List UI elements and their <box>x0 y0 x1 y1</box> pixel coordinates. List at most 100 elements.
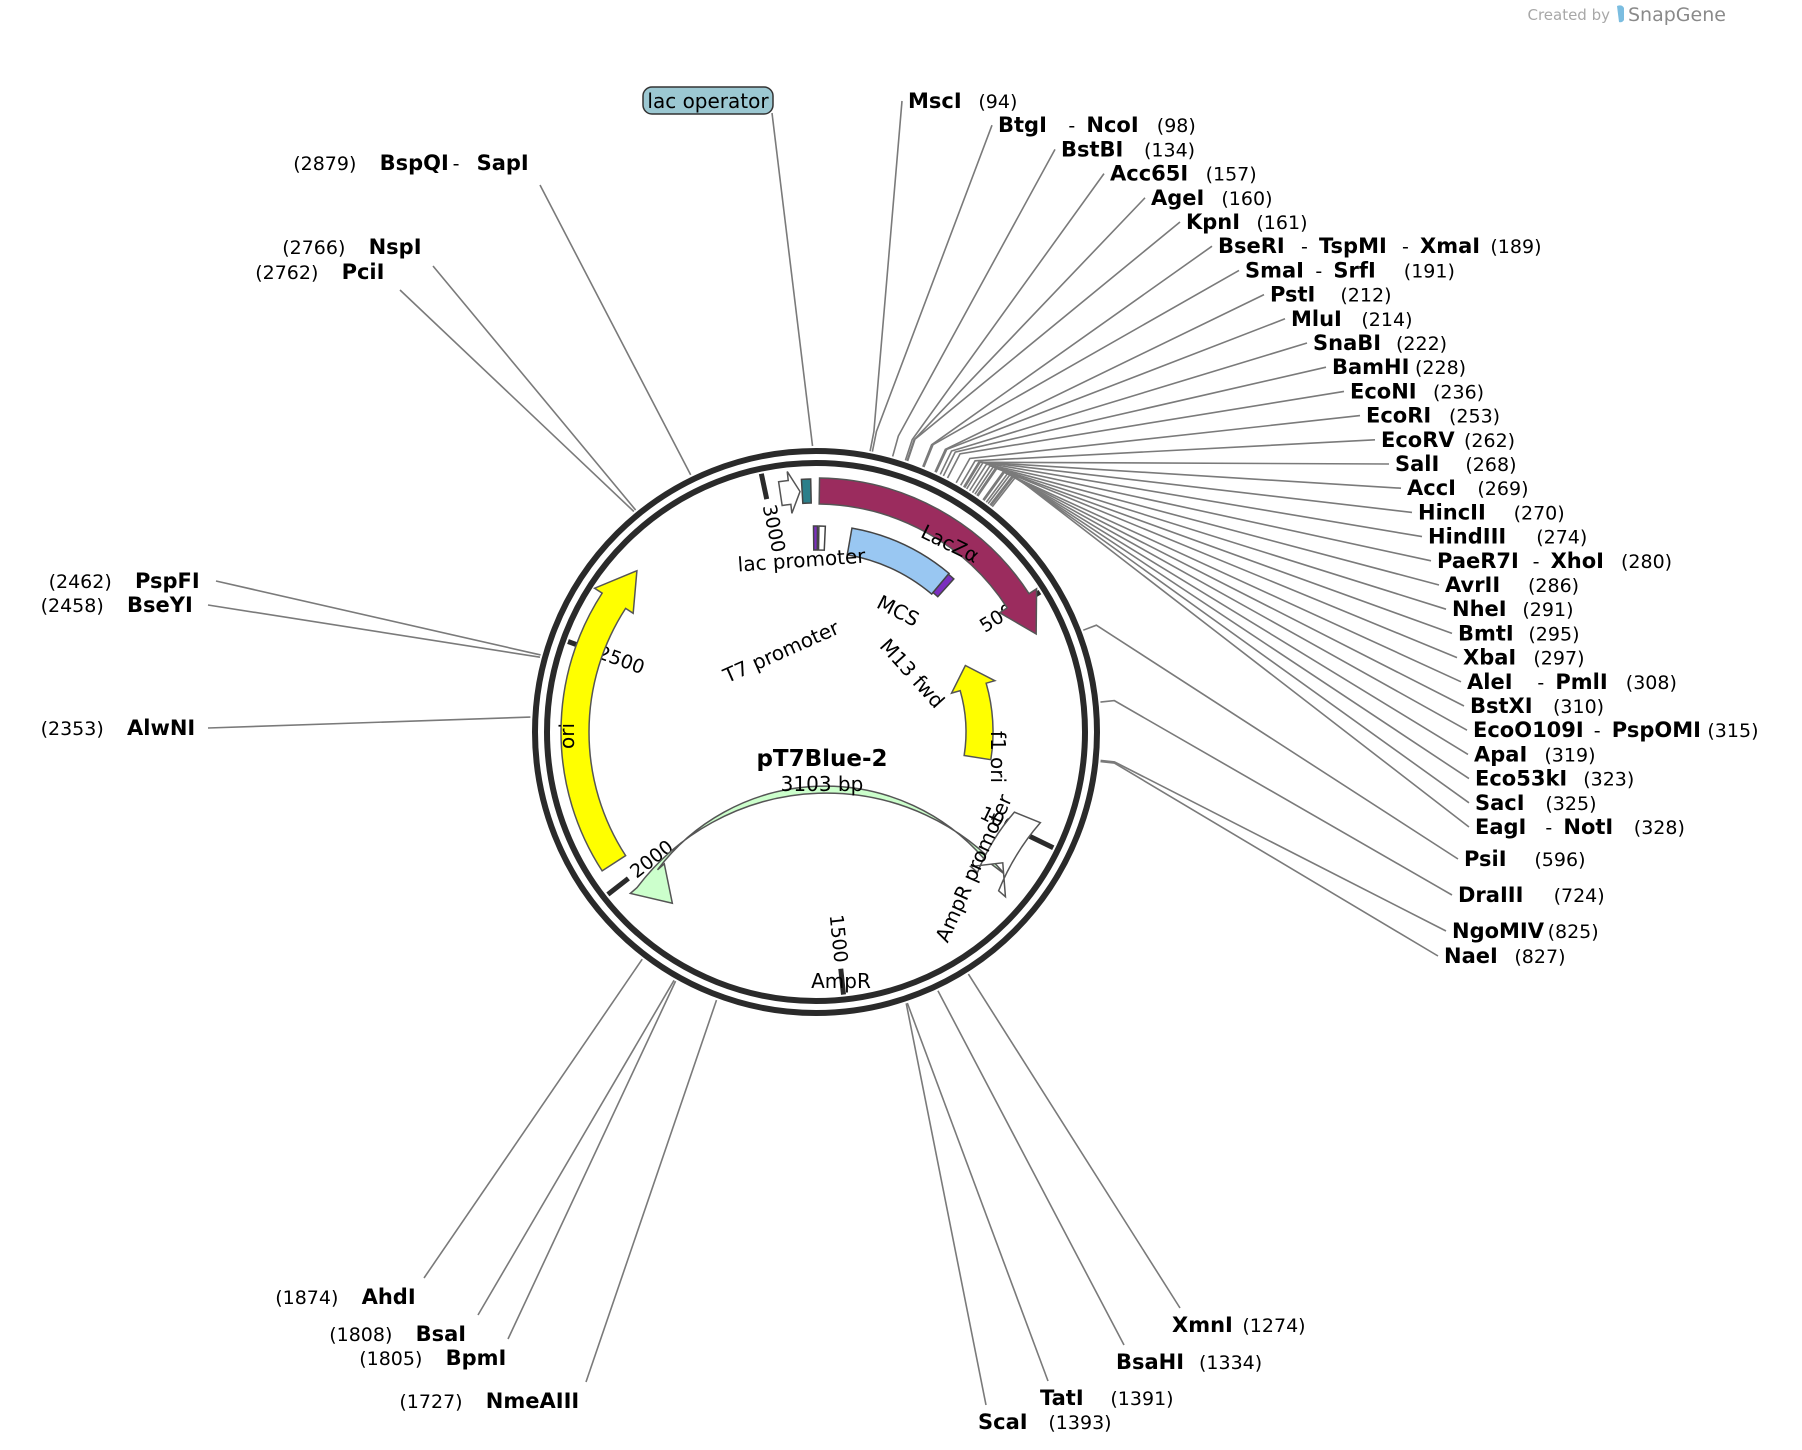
site-position: (268) <box>1465 454 1516 476</box>
site-position: (2762) <box>255 262 318 284</box>
site-name: SrfI <box>1333 258 1375 282</box>
m13-fwd-label: M13 fwd <box>875 634 950 713</box>
site-acci: AccI(269) <box>1407 476 1528 500</box>
site-position: (825) <box>1548 921 1599 943</box>
site-position: (191) <box>1404 260 1455 282</box>
site-ahdi: (1874)AhdI <box>275 1285 415 1309</box>
site-name: PspFI <box>135 569 200 593</box>
site-position: (1727) <box>399 1391 462 1413</box>
site-name: NotI <box>1563 815 1613 839</box>
site-separator: - <box>1594 720 1601 742</box>
leader-line <box>989 474 1470 780</box>
site-name: XmaI <box>1420 234 1480 258</box>
site-name: ApaI <box>1474 742 1527 766</box>
leader-line <box>922 245 1213 467</box>
site-name: AgeI <box>1151 186 1204 210</box>
leader-line <box>906 197 1146 462</box>
leader-line <box>937 990 1125 1346</box>
site-position: (827) <box>1514 946 1565 968</box>
lac-operator-label: lac operator <box>647 89 769 113</box>
leader-line <box>399 289 635 513</box>
site-position: (596) <box>1534 849 1585 871</box>
site-name: BmtI <box>1458 621 1514 645</box>
site-eagi-noti: EagI-NotI(328) <box>1475 815 1685 839</box>
site-tati: TatI(1391) <box>1040 1386 1174 1410</box>
leader-line <box>871 124 993 452</box>
site-name: XbaI <box>1463 646 1516 670</box>
leader-line <box>990 475 1470 804</box>
site-name: NaeI <box>1444 944 1498 968</box>
site-position: (315) <box>1707 720 1758 742</box>
site-separator: - <box>1545 817 1552 839</box>
site-position: (157) <box>1206 164 1257 186</box>
site-name: EcoRI <box>1366 404 1431 428</box>
site-scai: ScaI(1393) <box>978 1410 1112 1434</box>
site-econi: EcoNI(236) <box>1350 379 1484 403</box>
site-name: EcoO109I <box>1473 718 1584 742</box>
site-bamhi: BamHI(228) <box>1332 355 1466 379</box>
leader-line <box>960 439 1376 486</box>
site-position: (1393) <box>1048 1412 1111 1434</box>
leader-line <box>987 473 1469 756</box>
site-name: BsaHI <box>1116 1350 1184 1374</box>
site-position: (2353) <box>41 718 104 740</box>
leader-line <box>955 414 1361 484</box>
site-name: DraIII <box>1458 883 1523 907</box>
site-position: (280) <box>1621 551 1672 573</box>
leader-line <box>585 999 718 1383</box>
site-position: (2462) <box>49 571 112 593</box>
mcs-label: MCS <box>873 590 923 631</box>
site-name: XmnI <box>1172 1313 1233 1337</box>
site-bseyi: (2458)BseYI <box>41 593 193 617</box>
site-position: (262) <box>1464 430 1515 452</box>
leader-line <box>215 580 541 656</box>
site-position: (160) <box>1221 188 1272 210</box>
site-name: NgoMIV <box>1452 919 1545 943</box>
site-name: AhdI <box>362 1285 416 1309</box>
site-name: NheI <box>1452 597 1507 621</box>
site-psii: PsiI(596) <box>1464 847 1585 871</box>
t7-promoter-box <box>812 525 819 551</box>
site-name: AvrII <box>1445 573 1500 597</box>
site-saci: SacI (325) <box>1475 791 1596 815</box>
site-position: (214) <box>1361 309 1412 331</box>
site-position: (94) <box>978 91 1017 113</box>
site-bspqi-sapi: (2879)BspQI-SapI <box>293 151 529 175</box>
site-nhei: NheI(291) <box>1452 597 1573 621</box>
site-position: (161) <box>1256 212 1307 234</box>
leader-line <box>967 973 1181 1309</box>
site-name: AleI <box>1467 670 1513 694</box>
site-name: AccI <box>1407 476 1456 500</box>
site-name: MscI <box>908 89 962 113</box>
site-position: (325) <box>1545 793 1596 815</box>
site-kpni: KpnI(161) <box>1186 210 1307 234</box>
leader-line <box>946 390 1345 479</box>
site-agei: AgeI (160) <box>1151 186 1272 210</box>
site-mlui: MluI(214) <box>1291 307 1412 331</box>
leader-line <box>1100 699 1453 896</box>
ori-label: ori <box>555 723 579 749</box>
leader-line <box>906 221 1181 462</box>
site-name: SacI <box>1475 791 1525 815</box>
site-separator: - <box>1533 551 1540 573</box>
leader-line <box>939 342 1308 475</box>
site-name: BpmI <box>446 1346 507 1370</box>
site-acc65i: Acc65I(157) <box>1110 162 1257 186</box>
site-position: (134) <box>1144 139 1195 161</box>
site-position: (1391) <box>1110 1388 1173 1410</box>
leader-line <box>904 173 1105 461</box>
site-paer7i-xhoi: PaeR7I-XhoI(280) <box>1437 549 1672 573</box>
site-pcii: (2762)PciI <box>255 260 384 284</box>
site-name: SapI <box>477 151 529 175</box>
plasmid-length: 3103 bp <box>781 772 864 796</box>
site-position: (1805) <box>359 1348 422 1370</box>
f1-ori-label: f1 ori <box>986 731 1010 783</box>
site-position: (236) <box>1433 381 1484 403</box>
leader-line <box>983 471 1465 707</box>
ampr-label: AmpR <box>811 969 871 993</box>
leader-line <box>934 293 1265 473</box>
site-hindiii: HindIII(274) <box>1428 525 1587 549</box>
site-leader-lines <box>207 100 1470 1406</box>
leader-line <box>964 461 1413 514</box>
site-position: (270) <box>1514 502 1565 524</box>
